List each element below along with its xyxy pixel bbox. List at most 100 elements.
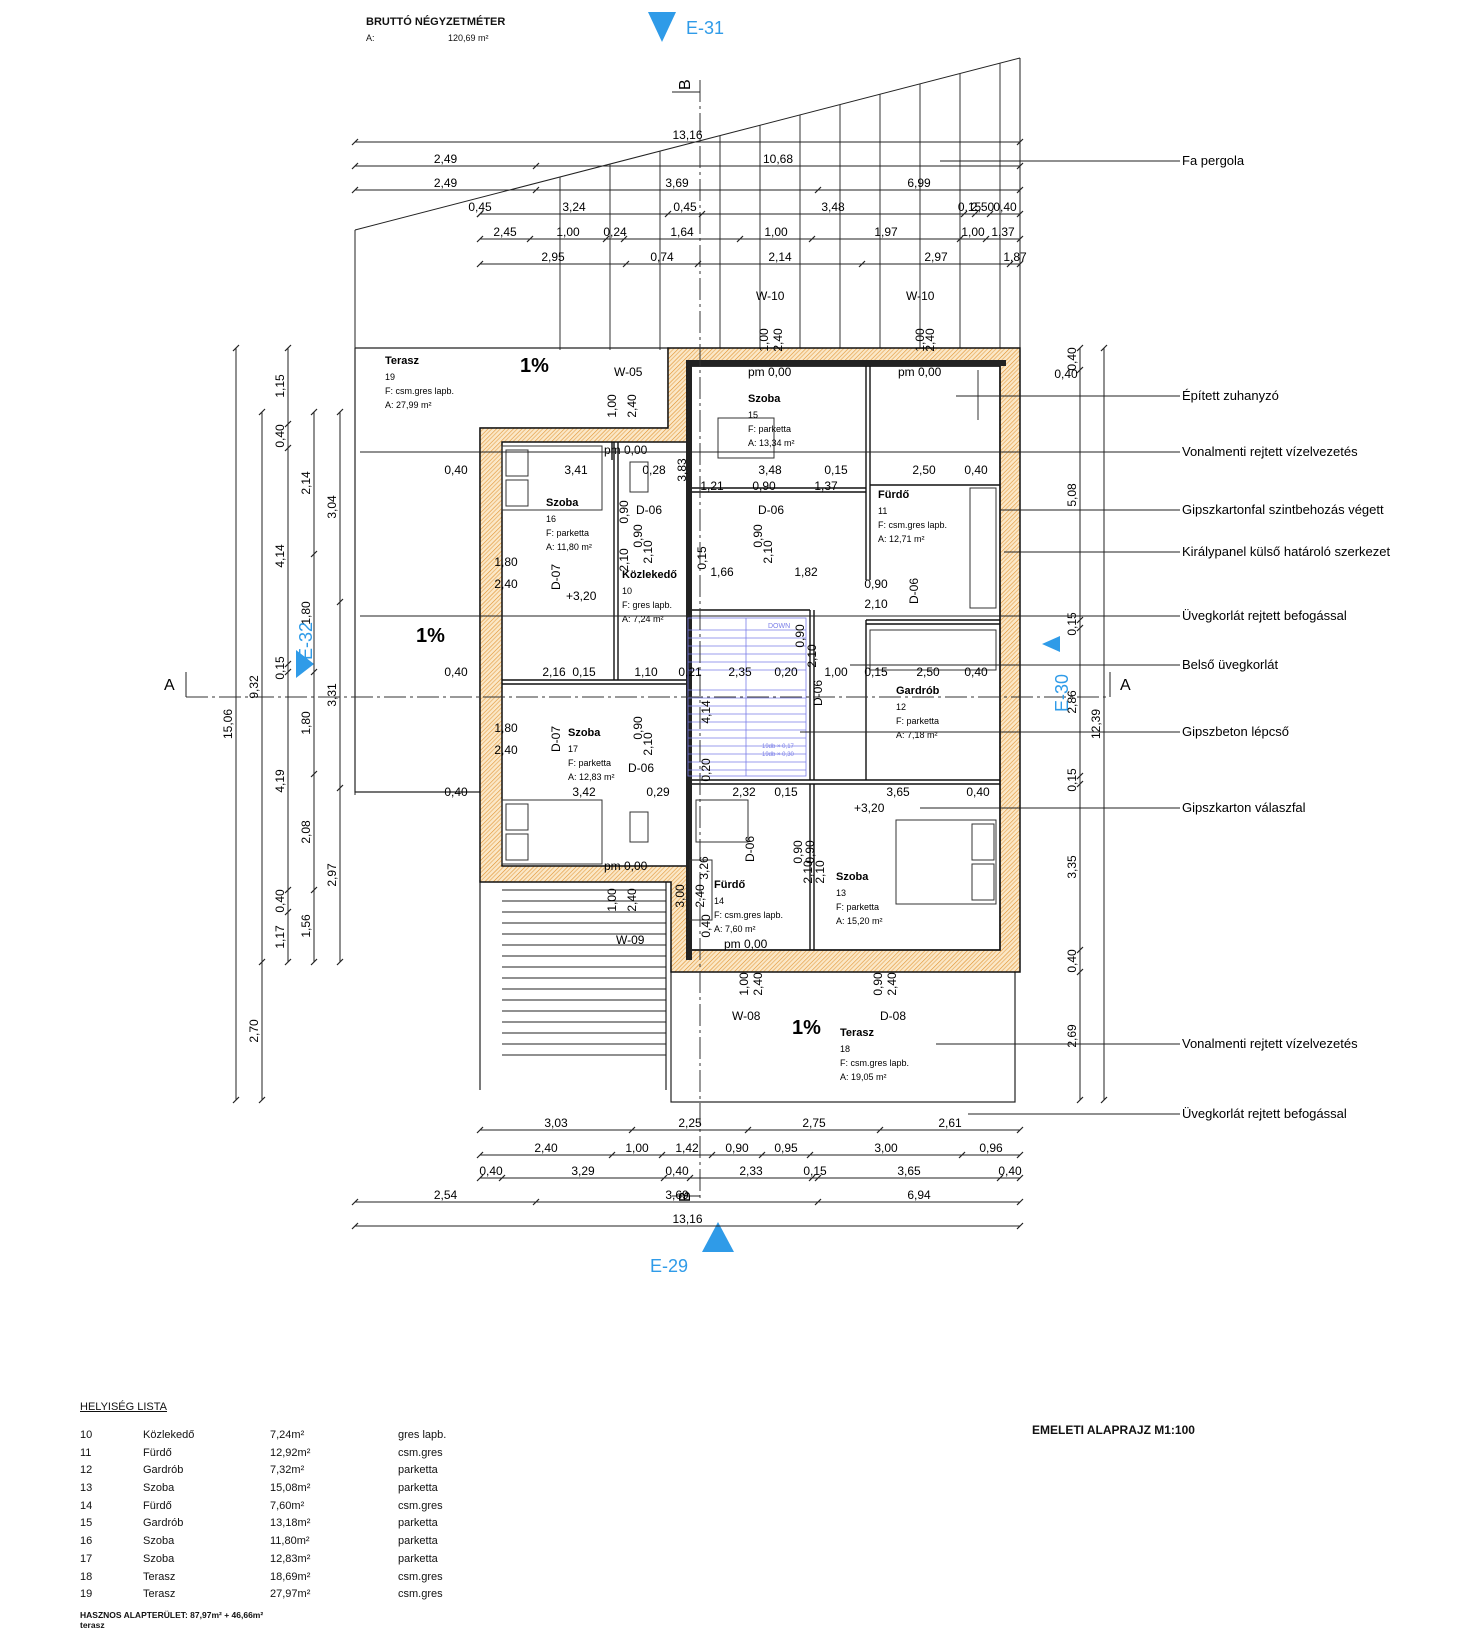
interior-dim-label: 1,00: [737, 972, 751, 996]
dim-label: 3,29: [571, 1164, 595, 1178]
marker-e31-label: E-31: [686, 18, 724, 38]
interior-dim-label: 2,10: [805, 644, 819, 668]
stair-spec-1: 19db × 0,17: [762, 744, 795, 750]
dim-tick: [622, 260, 630, 268]
dim-label: 2,50: [971, 200, 995, 214]
room-list-num: 15: [80, 1517, 93, 1530]
dim-tick: [498, 1174, 506, 1182]
room-number: 10: [622, 586, 632, 596]
interior-dim-label: 2,35: [728, 665, 752, 679]
level-label: +3,20: [854, 801, 885, 815]
room-name: Közlekedő: [622, 569, 677, 581]
room-floor: F: csm.gres lapb.: [840, 1058, 909, 1068]
ann-valaszfal: Gipszkarton válaszfal: [1182, 800, 1306, 815]
interior-dim-label: 0,40: [966, 785, 990, 799]
interior-dim-label: 2,40: [923, 328, 937, 352]
room-list-name: Szoba: [143, 1552, 175, 1565]
interior-dim-label: 0,15: [572, 665, 596, 679]
room-list-area: 12,92m²: [270, 1446, 311, 1459]
interior-dim-label: 0,40: [444, 463, 468, 477]
dim-tick: [351, 186, 359, 194]
room-list-finish: parketta: [398, 1464, 438, 1477]
dim-label: 2,33: [739, 1164, 763, 1178]
section-markers: [296, 12, 1060, 1252]
dim-tick: [532, 1198, 540, 1206]
marker-e30-arrow: [1042, 636, 1060, 652]
interior-dim-label: 3,00: [673, 884, 687, 908]
dim-tick: [284, 668, 292, 676]
dim-tick: [284, 444, 292, 452]
opening-tag: W-10: [906, 289, 935, 303]
dim-tick: [1016, 235, 1024, 243]
room-name: Fürdő: [878, 489, 909, 501]
stair-down-label: DOWN: [768, 623, 790, 630]
dim-label: 2,45: [493, 225, 517, 239]
dim-tick: [232, 1096, 240, 1104]
dim-tick: [1016, 162, 1024, 170]
room-list-finish: csm.gres: [398, 1588, 443, 1601]
dim-label: 2,54: [434, 1188, 458, 1202]
room-list-num: 17: [80, 1552, 93, 1565]
dim-label: 3,65: [897, 1164, 921, 1178]
dim-label: 0,15: [1065, 612, 1079, 636]
interior-dim-label: 0,90: [631, 524, 645, 548]
dim-label: 6,94: [907, 1188, 931, 1202]
interior-dim-label: 0,90: [803, 840, 817, 864]
ann-uvegkorlat-1: Üvegkorlát rejtett befogással: [1182, 608, 1347, 623]
dim-tick: [1100, 1096, 1108, 1104]
interior-dim-label: 0,40: [444, 665, 468, 679]
dim-label: 0,24: [603, 225, 627, 239]
interior-dim-label: 0,29: [646, 785, 670, 799]
dim-tick: [1076, 1096, 1084, 1104]
room-list-num: 11: [80, 1446, 92, 1459]
furniture: [501, 370, 997, 921]
dim-tick: [336, 784, 344, 792]
interior-dim-label: 0,40: [1054, 367, 1078, 381]
dim-label: 2,25: [678, 1116, 702, 1130]
dim-tick: [694, 260, 702, 268]
dim-tick: [1076, 366, 1084, 374]
interior-dim-label: 0,90: [751, 524, 765, 548]
dim-label: 3,69: [665, 1188, 689, 1202]
dim-label: 2,95: [541, 250, 565, 264]
dim-label: 0,74: [650, 250, 674, 264]
dim-label: 2,69: [1065, 1024, 1079, 1048]
dim-tick: [284, 958, 292, 966]
room-list-name: Szoba: [143, 1482, 175, 1495]
opening-tag: D-06: [636, 503, 662, 517]
room-list-name: Gardrób: [143, 1517, 184, 1530]
dim-label: 2,40: [534, 1141, 558, 1155]
room-list-finish: parketta: [398, 1482, 438, 1495]
room-list-num: 18: [80, 1570, 93, 1583]
room-number: 18: [840, 1044, 850, 1054]
dim-tick: [476, 1126, 484, 1134]
dim-label: 2,97: [924, 250, 948, 264]
interior-dim-label: 0,90: [871, 972, 885, 996]
dim-tick: [758, 1151, 766, 1159]
room-list-area: 11,80m²: [270, 1535, 310, 1548]
dim-label: 1,80: [299, 711, 313, 735]
ann-gipszbeton: Gipszbeton lépcső: [1182, 724, 1289, 739]
dim-tick: [310, 958, 318, 966]
dim-tick: [956, 235, 964, 243]
dim-tick: [1076, 946, 1084, 954]
room-floor: F: parketta: [836, 902, 879, 912]
interior-dim-label: 0,15: [824, 463, 848, 477]
interior-dim-label: 1,00: [605, 394, 619, 418]
pergola-slats: [559, 63, 1001, 350]
level-label: pm 0,00: [604, 443, 648, 457]
level-label: pm 0,00: [748, 365, 792, 379]
level-label: pm 0,00: [898, 365, 942, 379]
opening-tag: W-10: [756, 289, 785, 303]
room-list-finish: csm.gres: [398, 1499, 443, 1512]
interior-dim-label: 2,10: [864, 597, 888, 611]
room-list-area: 13,18m²: [270, 1517, 311, 1530]
room-floor: F: csm.gres lapb.: [385, 386, 454, 396]
dim-tick: [982, 235, 990, 243]
section-a-right-label: A: [1120, 677, 1131, 694]
dim-tick: [664, 210, 672, 218]
room-list-area: 7,60m²: [270, 1499, 305, 1512]
section-b-top-label: B: [677, 79, 694, 90]
